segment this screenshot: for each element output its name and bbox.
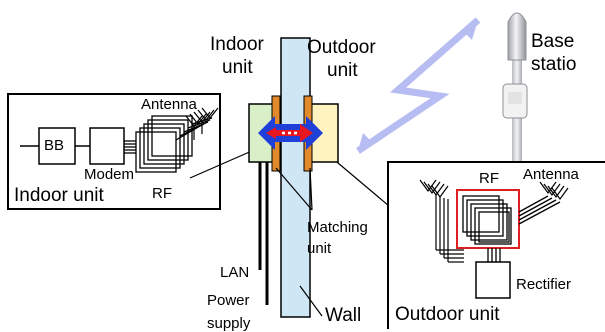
antenna-label-right: Antenna [523, 166, 579, 183]
matching-pointer-1 [275, 167, 313, 211]
base-station-label-line2: statio [531, 54, 577, 75]
matching-pointer-2 [309, 167, 313, 211]
outdoor-unit-label-line1: Outdoor [307, 37, 376, 58]
callout-line-indoor [189, 149, 255, 179]
rf-label-left: RF [152, 185, 172, 202]
modem-block [89, 127, 125, 165]
indoor-unit-label-line1: Indoor [210, 34, 264, 55]
matching-unit-label-line2: unit [307, 240, 332, 257]
antenna-label-left: Antenna [141, 96, 197, 113]
modem-label: Modem [84, 166, 135, 183]
bb-label: BB [44, 137, 65, 154]
rectifier-block [475, 261, 511, 299]
outdoor-unit-box [387, 161, 605, 329]
power-label-line1: Power [207, 292, 250, 309]
base-station-icon [502, 12, 528, 170]
matching-unit-label-line1: Matching [307, 219, 368, 236]
outdoor-unit-label-line2: unit [327, 60, 358, 81]
lan-label: LAN [220, 264, 250, 281]
indoor-unit-label-line2: unit [222, 57, 253, 78]
wireless-link [356, 17, 481, 154]
rectifier-label: Rectifier [516, 276, 572, 293]
wall [280, 37, 311, 318]
rf-block-left [135, 115, 193, 173]
base-station-label-line1: Base [531, 31, 575, 52]
antenna-icon-left [185, 107, 219, 140]
wall-label: Wall [325, 305, 362, 326]
rf-label-right: RF [479, 170, 499, 187]
wall-pointer [299, 285, 323, 317]
power-label-line2: supply [207, 315, 251, 332]
indoor-unit-box-title: Indoor unit [14, 185, 104, 206]
antenna-icon-right [539, 181, 569, 201]
power-transfer-arrow [258, 116, 323, 150]
indoor-unit-box [7, 93, 221, 210]
antenna-icon-right-left [419, 179, 464, 263]
outdoor-unit-box-title: Outdoor unit [395, 304, 500, 325]
